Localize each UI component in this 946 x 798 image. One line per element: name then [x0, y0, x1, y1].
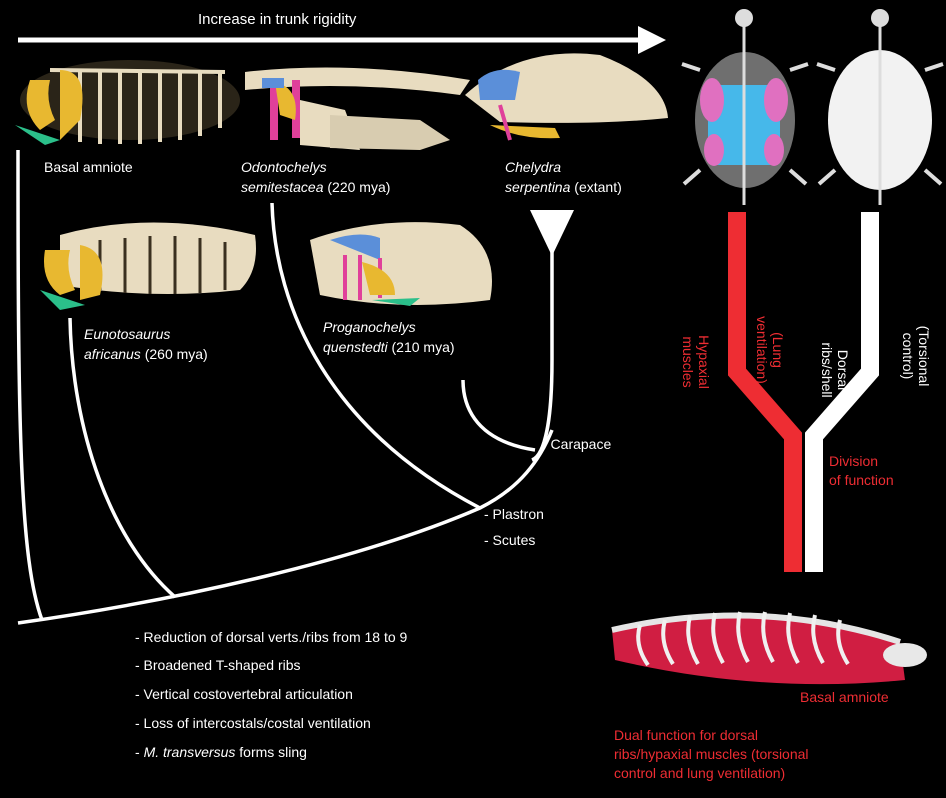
- tree-root-line: [17, 429, 554, 625]
- label-chelydra-line2: serpentina (extant): [505, 178, 622, 196]
- label-basal-amniote: Basal amniote: [44, 159, 133, 175]
- function-split-bands: [728, 212, 879, 582]
- odontochelys-skeleton: [245, 67, 470, 150]
- tree-basal-amniote-branch: [16, 149, 44, 621]
- tree-chelydra-branch: [531, 250, 554, 462]
- base-trait-5-italic: M. transversus: [143, 744, 236, 760]
- label-eunotosaurus-line2: africanus (260 mya): [84, 345, 208, 363]
- odontochelys-age: (220 mya): [327, 179, 391, 195]
- label-division-line2: of function: [829, 472, 894, 488]
- hypaxial-line2: muscles: [680, 336, 696, 388]
- dorsal-line1: Dorsal: [835, 349, 851, 391]
- label-division-line1: Division: [829, 453, 879, 469]
- chelydra-clade-triangle: [530, 210, 574, 256]
- lung-line1: (Lung: [770, 332, 786, 368]
- eunotosaurus-age: (260 mya): [144, 346, 208, 362]
- eunotosaurus-species: africanus: [84, 346, 141, 362]
- label-hypaxial-muscles: Hypaxial muscles: [680, 312, 712, 412]
- label-dorsal-ribs-shell: Dorsal ribs/shell: [819, 320, 851, 420]
- label-lung-ventilation: (Lung ventilation): [754, 300, 786, 400]
- turtle-dorsal-views: [680, 0, 946, 215]
- proganochelys-genus: Proganochelys: [323, 319, 416, 335]
- label-chelydra: Chelydra: [505, 158, 561, 176]
- trait-carapace: - Carapace: [542, 436, 612, 452]
- chelydra-skeleton: [465, 53, 668, 141]
- basal-amniote-skeleton: [15, 60, 240, 145]
- chelydra-genus: Chelydra: [505, 159, 562, 175]
- basal-amniote-lateral-view: [590, 572, 946, 714]
- base-trait-5: - M. transversus forms sling: [135, 744, 307, 760]
- tree-proganochelys-branch: [461, 379, 536, 452]
- base-trait-1: - Reduction of dorsal verts./ribs from 1…: [135, 629, 408, 645]
- chelydra-species: serpentina: [505, 179, 571, 195]
- odontochelys-genus: Odontochelys: [241, 159, 327, 175]
- torsional-line1: (Torsional: [916, 325, 932, 387]
- base-trait-4: - Loss of intercostals/costal ventilatio…: [135, 715, 371, 731]
- label-proganochelys-line2: quenstedti (210 mya): [323, 338, 455, 356]
- tree-eunotosaurus-branch: [68, 317, 177, 599]
- trait-scutes: - Scutes: [484, 532, 536, 548]
- label-basal-amniote-right: Basal amniote: [800, 689, 889, 705]
- red-band: [728, 212, 802, 582]
- label-torsional-control: (Torsional control): [900, 306, 932, 406]
- dorsal-line2: ribs/shell: [819, 342, 835, 398]
- rigidity-arrow-label: Increase in trunk rigidity: [198, 11, 357, 28]
- eunotosaurus-genus: Eunotosaurus: [84, 326, 171, 342]
- proganochelys-age: (210 mya): [391, 339, 455, 355]
- base-trait-5-rest: forms sling: [235, 744, 307, 760]
- base-trait-2: - Broadened T-shaped ribs: [135, 657, 301, 673]
- label-odontochelys-line2: semitestacea (220 mya): [241, 178, 390, 196]
- torsional-line2: control): [900, 332, 916, 380]
- chelydra-age: (extant): [574, 179, 622, 195]
- label-proganochelys: Proganochelys: [323, 318, 416, 336]
- trait-plastron: - Plastron: [484, 506, 544, 522]
- proganochelys-skeleton: [310, 222, 492, 306]
- tree-odontochelys-branch: [270, 202, 481, 510]
- odontochelys-species: semitestacea: [241, 179, 324, 195]
- dual-function-line2: ribs/hypaxial muscles (torsional: [614, 746, 809, 762]
- dual-function-line3: control and lung ventilation): [614, 765, 786, 781]
- white-band: [805, 212, 879, 582]
- lung-line2: ventilation): [754, 316, 770, 384]
- base-trait-3: - Vertical costovertebral articulation: [135, 686, 353, 702]
- label-odontochelys: Odontochelys: [241, 158, 327, 176]
- eunotosaurus-skeleton: [40, 222, 256, 310]
- proganochelys-species: quenstedti: [323, 339, 388, 355]
- label-eunotosaurus: Eunotosaurus: [84, 325, 170, 343]
- rigidity-arrow: [18, 26, 666, 54]
- dual-function-line1: Dual function for dorsal: [614, 727, 758, 743]
- phylogeny-tree: [16, 149, 554, 625]
- hypaxial-line1: Hypaxial: [696, 335, 712, 389]
